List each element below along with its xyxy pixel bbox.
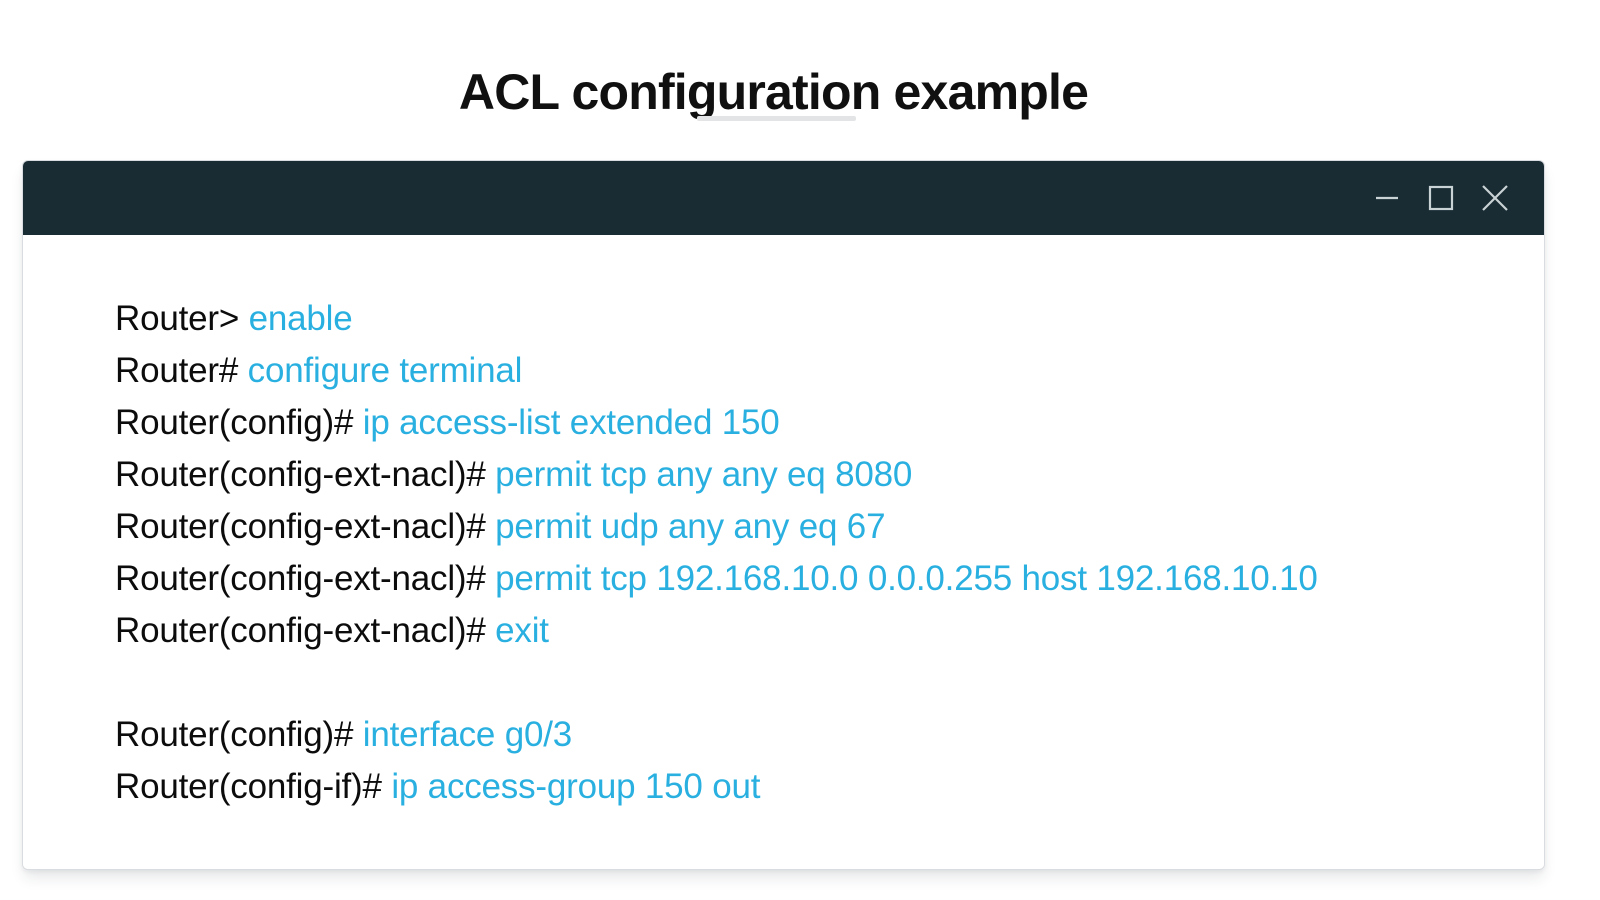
minimize-button[interactable] — [1360, 171, 1414, 225]
minimize-icon — [1373, 184, 1401, 212]
cli-command: interface g0/3 — [362, 715, 573, 754]
cli-command: permit tcp 192.168.10.0 0.0.0.255 host 1… — [495, 559, 1318, 598]
maximize-button[interactable] — [1414, 171, 1468, 225]
close-button[interactable] — [1468, 171, 1522, 225]
cli-line: Router# configure terminal — [23, 345, 1544, 397]
cli-line: Router(config)# interface g0/3 — [23, 709, 1544, 761]
cli-prompt: Router(config-ext-nacl)# — [115, 455, 496, 494]
cli-command: ip access-list extended 150 — [362, 403, 780, 442]
cli-prompt: Router(config-if)# — [115, 767, 392, 806]
cli-prompt: Router(config-ext-nacl)# — [115, 559, 496, 598]
cli-line: Router(config-ext-nacl)# permit tcp any … — [23, 449, 1544, 501]
cli-line: Router(config-ext-nacl)# permit udp any … — [23, 501, 1544, 553]
cli-line: Router(config-if)# ip access-group 150 o… — [23, 761, 1544, 813]
terminal-titlebar — [23, 161, 1544, 235]
cli-prompt: Router(config-ext-nacl)# — [115, 611, 496, 650]
cli-command: configure terminal — [247, 351, 523, 390]
cli-line: Router> enable — [23, 293, 1544, 345]
cli-prompt: Router(config)# — [115, 403, 363, 442]
page-title: ACL configuration example — [458, 63, 1089, 120]
close-icon — [1479, 182, 1511, 214]
cli-prompt: Router# — [115, 351, 248, 390]
cli-line: Router(config-ext-nacl)# exit — [23, 605, 1544, 657]
cli-blank-line — [23, 657, 1544, 709]
cli-line: Router(config-ext-nacl)# permit tcp 192.… — [23, 553, 1544, 605]
cli-command: exit — [495, 611, 549, 650]
cli-prompt: Router> — [115, 299, 249, 338]
cli-command: permit udp any any eq 67 — [495, 507, 886, 546]
cli-prompt: Router(config)# — [115, 715, 363, 754]
cli-command: enable — [248, 299, 353, 338]
maximize-icon — [1427, 184, 1455, 212]
cli-line: Router(config)# ip access-list extended … — [23, 397, 1544, 449]
cli-command: permit tcp any any eq 8080 — [495, 455, 913, 494]
cli-command: ip access-group 150 out — [391, 767, 761, 806]
title-divider — [697, 116, 856, 121]
cli-prompt: Router(config-ext-nacl)# — [115, 507, 496, 546]
